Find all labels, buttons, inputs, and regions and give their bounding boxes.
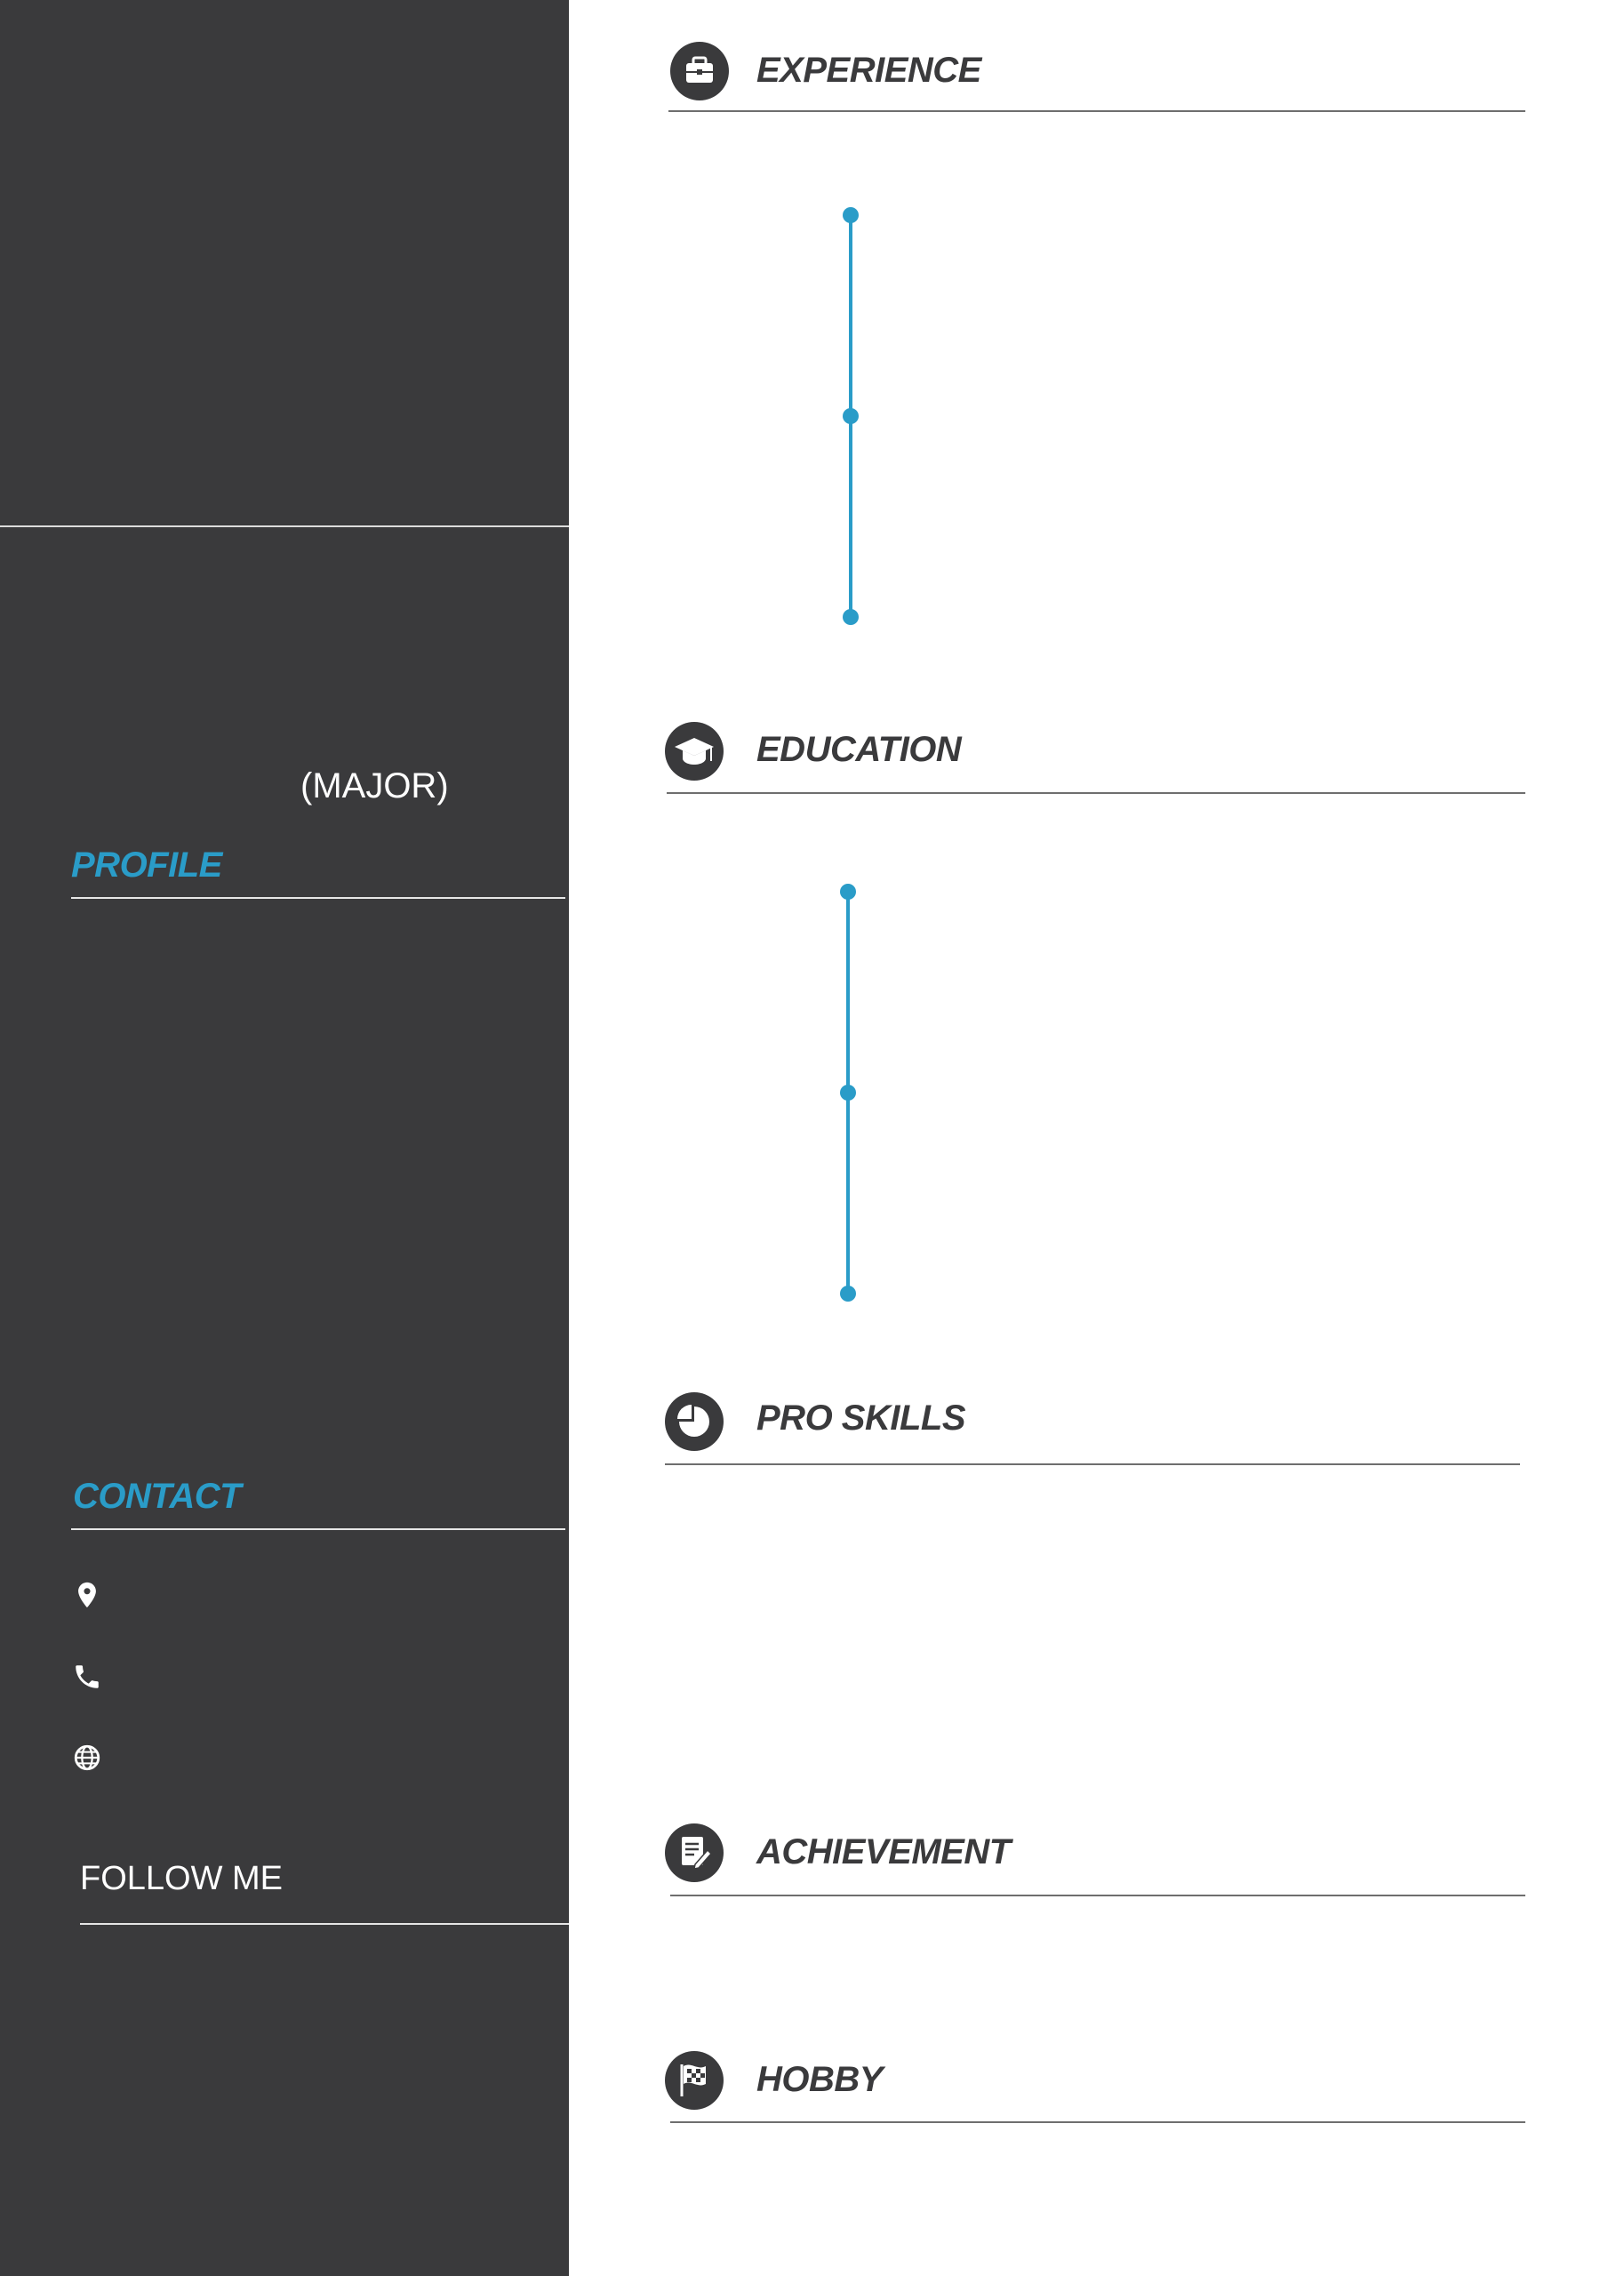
education-icon-badge	[665, 722, 724, 781]
experience-timeline-dot	[843, 408, 859, 424]
experience-rule	[668, 110, 1525, 112]
education-timeline-dot	[840, 1286, 856, 1302]
achievement-icon-badge	[665, 1823, 724, 1882]
follow-me-heading: FOLLOW ME	[80, 1860, 284, 1897]
experience-timeline-dot	[843, 207, 859, 223]
education-rule	[667, 792, 1525, 794]
major-label: (MAJOR)	[300, 766, 449, 805]
contact-rule	[71, 1528, 565, 1530]
location-pin-icon	[78, 1582, 96, 1608]
contact-heading: CONTACT	[73, 1477, 242, 1516]
follow-me-rule	[80, 1923, 569, 1925]
hobby-rule	[670, 2121, 1525, 2123]
sidebar-divider	[0, 525, 569, 527]
hobby-heading: HOBBY	[756, 2060, 883, 2099]
phone-icon	[76, 1665, 99, 1688]
graduation-cap-icon	[675, 738, 714, 765]
experience-timeline-dot	[843, 609, 859, 625]
profile-heading: PROFILE	[71, 845, 222, 885]
education-timeline-dot	[840, 1085, 856, 1101]
globe-icon	[74, 1744, 100, 1771]
achievement-heading: ACHIEVEMENT	[756, 1832, 1011, 1871]
experience-icon-badge	[670, 42, 729, 100]
hobby-icon-badge	[665, 2051, 724, 2110]
education-heading: EDUCATION	[756, 730, 962, 769]
certificate-icon	[682, 1837, 713, 1870]
education-timeline-dot	[840, 884, 856, 900]
briefcase-icon	[686, 56, 713, 83]
achievement-rule	[670, 1895, 1525, 1896]
experience-heading: EXPERIENCE	[756, 51, 981, 90]
checkered-flag-icon	[680, 2064, 706, 2096]
profile-rule	[71, 897, 565, 899]
pro-skills-icon-badge	[665, 1392, 724, 1451]
pie-chart-icon	[677, 1405, 709, 1437]
sidebar	[0, 0, 569, 2276]
pro-skills-heading: PRO SKILLS	[756, 1398, 966, 1438]
pro-skills-rule	[665, 1463, 1520, 1465]
